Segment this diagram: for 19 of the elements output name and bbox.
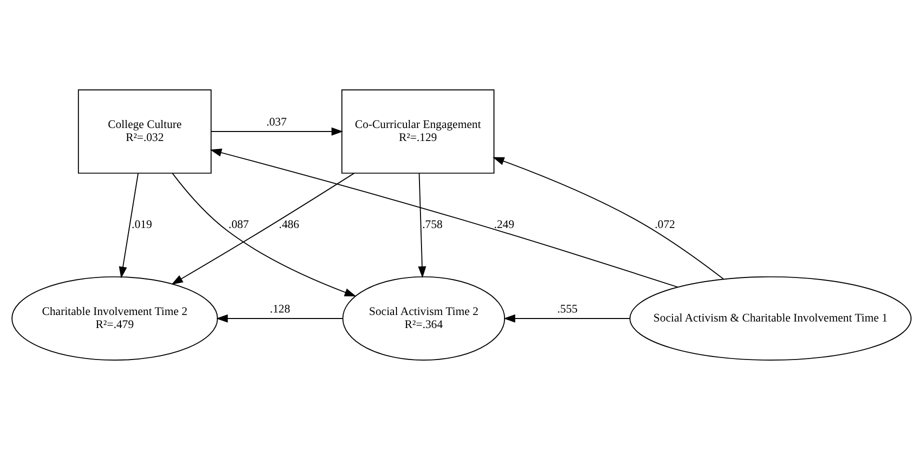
edge-label: .249: [494, 218, 514, 231]
arrow: [210, 148, 678, 288]
arrow: [492, 156, 724, 279]
arrow: [210, 126, 344, 136]
node-box: Co-Curricular Engagement R²=.129: [341, 88, 494, 174]
edge-label: .019: [132, 218, 152, 231]
arrow: [504, 314, 630, 322]
node-ellipse: Social Activism & Charitable Involvement Time 1: [629, 276, 912, 360]
node-box: College Culture R²=.032: [78, 88, 212, 174]
edge-label: .087: [228, 218, 249, 231]
edge-label: .758: [422, 218, 443, 231]
arrow: [118, 172, 139, 278]
arrow: [418, 172, 426, 278]
edge-label: .037: [266, 114, 287, 128]
edge-label: .555: [557, 302, 578, 315]
arrow: [216, 314, 343, 322]
edge-label: .486: [278, 218, 300, 231]
edge-label: .072: [654, 218, 676, 231]
edge-label: .128: [270, 302, 290, 315]
